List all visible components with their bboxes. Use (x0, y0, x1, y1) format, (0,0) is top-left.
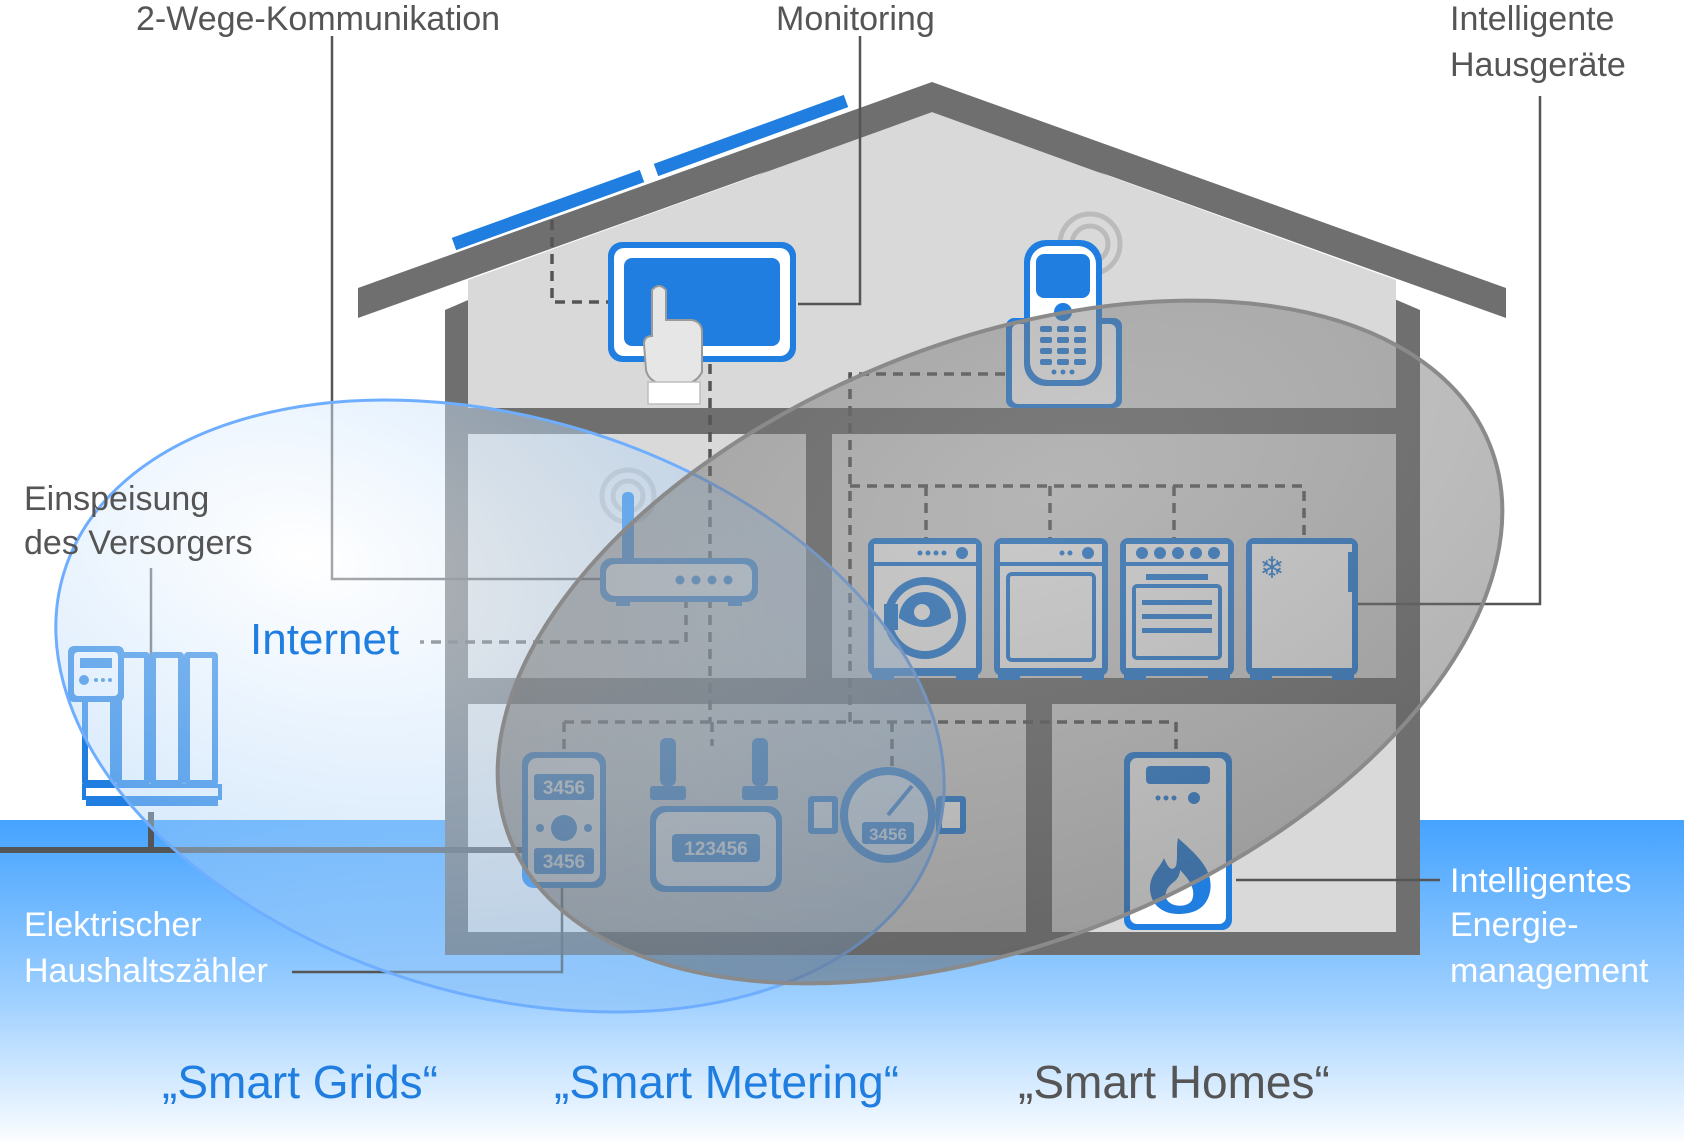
label-energy-line2: Energie- (1450, 906, 1579, 944)
label-energy-line3: management (1450, 952, 1649, 990)
phone-display (1036, 254, 1090, 298)
label-monitoring: Monitoring (776, 0, 935, 38)
callout-monitoring (798, 36, 862, 306)
label-internet: Internet (250, 615, 399, 664)
pointing-hand-icon (642, 285, 703, 385)
hand-cuff (647, 381, 701, 405)
solar-panel-right (653, 94, 849, 177)
label-meter-line1: Elektrischer (24, 906, 202, 944)
label-appliances-line1: Intelligente (1450, 0, 1614, 38)
label-supply-line1: Einspeisung (24, 480, 209, 518)
solar-panel-left (451, 169, 645, 251)
label-energy-line1: Intelligentes (1450, 862, 1631, 900)
label-two-way-communication: 2-Wege-Kommunikation (136, 0, 500, 38)
smart-homes-zone (495, 298, 1505, 986)
line-solar-tablet (550, 220, 610, 304)
category-smart-grids: „Smart Grids“ (162, 1056, 438, 1108)
label-meter-line2: Haushaltszähler (24, 952, 268, 990)
category-smart-metering: „Smart Metering“ (554, 1056, 899, 1108)
category-smart-homes: „Smart Homes“ (1018, 1056, 1330, 1108)
label-appliances-line2: Hausgeräte (1450, 46, 1626, 84)
tablet-device (608, 242, 796, 405)
label-supply-line2: des Versorgers (24, 524, 253, 562)
